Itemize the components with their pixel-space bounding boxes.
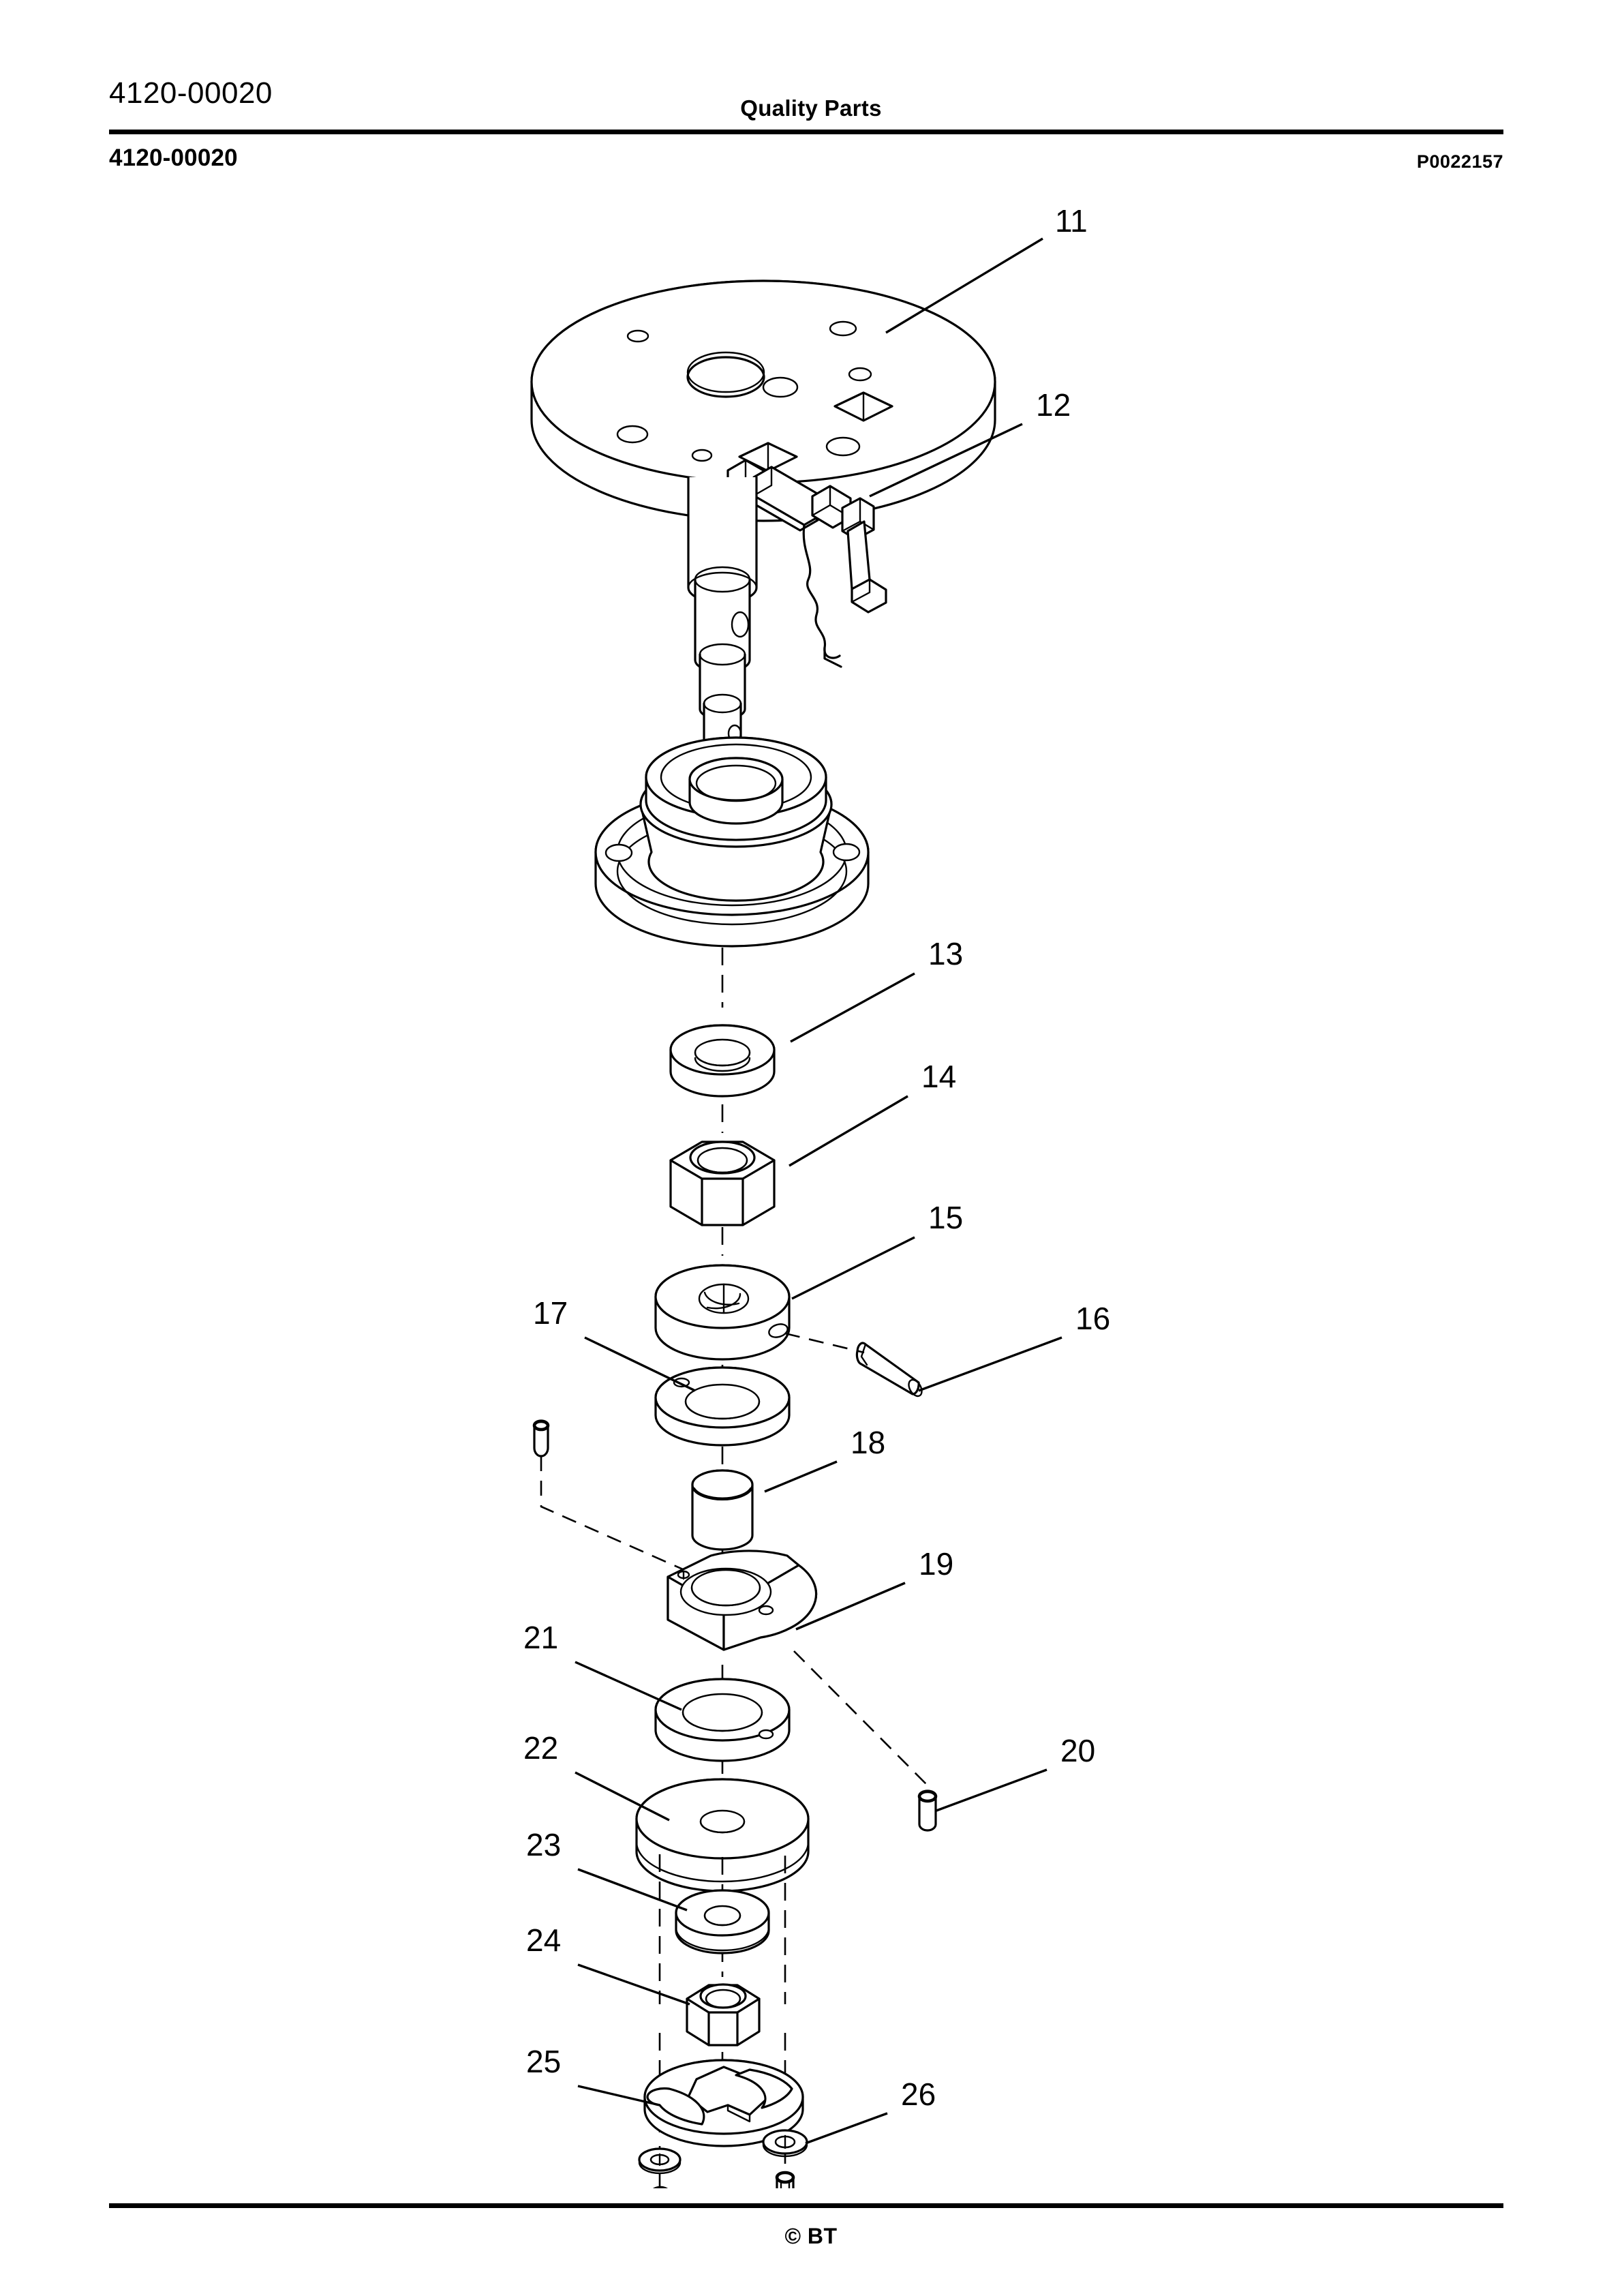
callout-24: 24 bbox=[526, 1922, 561, 1958]
footer-divider bbox=[109, 2203, 1503, 2208]
subheader-part-number: 4120-00020 bbox=[109, 145, 238, 171]
part-14-hex-nut bbox=[669, 1141, 776, 1226]
callout-18: 18 bbox=[851, 1425, 885, 1460]
callout-16: 16 bbox=[1075, 1301, 1110, 1336]
callout-leader-lines bbox=[575, 237, 1062, 2145]
part-19-bearing-housing-block bbox=[667, 1550, 928, 1785]
header-divider bbox=[109, 130, 1503, 134]
callout-numbers: 11 12 13 14 15 16 17 18 19 20 21 22 23 2… bbox=[523, 203, 1110, 2112]
header-part-number: 4120-00020 bbox=[109, 76, 273, 110]
part-24-hex-nut-lower bbox=[686, 1983, 761, 2046]
part-15-collar bbox=[654, 1264, 791, 1361]
callout-15: 15 bbox=[928, 1200, 963, 1235]
callout-13: 13 bbox=[928, 936, 963, 971]
part-21-bearing-ring bbox=[654, 1678, 791, 1762]
part-20-pin-upper-instance bbox=[532, 1419, 696, 1576]
part-18-bushing bbox=[691, 1469, 754, 1551]
drawing-number: P0022157 bbox=[1416, 151, 1503, 172]
part-26-washers bbox=[638, 2129, 808, 2175]
callout-25: 25 bbox=[526, 2044, 561, 2079]
page-title: Quality Parts bbox=[740, 95, 882, 121]
footer-copyright: © BT bbox=[784, 2224, 838, 2248]
part-16-dowel-pin bbox=[784, 1332, 923, 1398]
part-11-top-plate-assembly bbox=[530, 280, 996, 753]
part-22-spacer-disc bbox=[635, 1778, 810, 1892]
part-23-flat-washer bbox=[675, 1889, 770, 1954]
part-25-lock-retainer-plate bbox=[643, 2059, 804, 2147]
callout-14: 14 bbox=[921, 1059, 956, 1094]
part-20-roll-pin bbox=[917, 1789, 938, 1832]
callout-26: 26 bbox=[901, 2076, 936, 2112]
part-12-flanged-bearing-housing bbox=[594, 736, 870, 948]
exploded-assembly-drawing: .ln{fill:none;stroke:#000;stroke-width:3… bbox=[0, 170, 1622, 2188]
callout-22: 22 bbox=[523, 1730, 558, 1766]
callout-20: 20 bbox=[1060, 1733, 1095, 1768]
part-13-spacer-ring bbox=[669, 1024, 776, 1098]
callout-12: 12 bbox=[1036, 387, 1071, 423]
callout-17: 17 bbox=[533, 1295, 568, 1331]
callout-23: 23 bbox=[526, 1827, 561, 1862]
part-27-bolts bbox=[652, 2171, 795, 2188]
callout-19: 19 bbox=[919, 1546, 953, 1582]
callout-21: 21 bbox=[523, 1620, 558, 1655]
part-17-thrust-ring bbox=[654, 1366, 791, 1447]
callout-11: 11 bbox=[1055, 203, 1088, 239]
